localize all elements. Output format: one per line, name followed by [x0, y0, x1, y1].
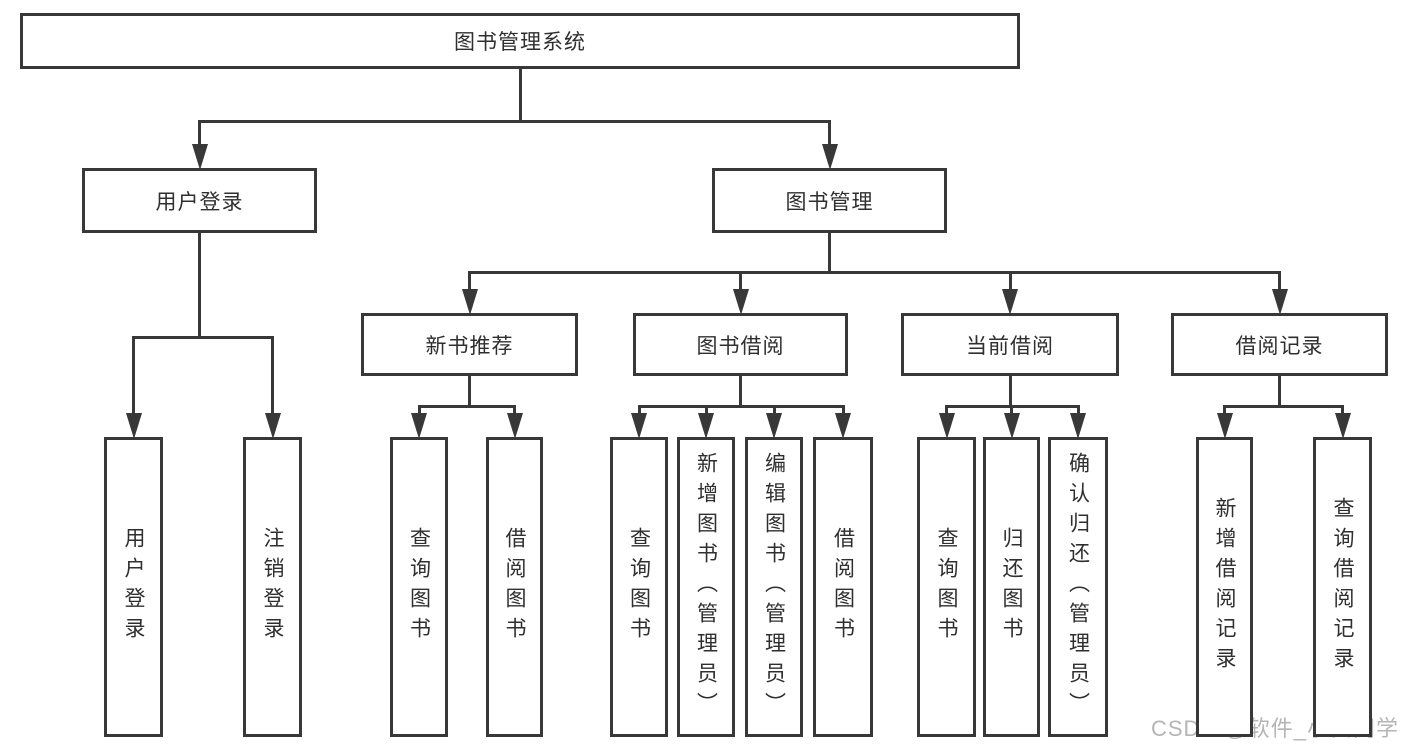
- node-label: 查询图书: [627, 527, 651, 647]
- node-leaf-br-query: 查询借阅记录: [1313, 437, 1372, 737]
- connector-line: [1076, 405, 1080, 417]
- node-leaf-cb-return: 归还图书: [983, 437, 1040, 737]
- node-leaf-nbr-borrow: 借阅图书: [486, 437, 543, 737]
- node-label: 图书管理系统: [454, 31, 586, 54]
- connector-line: [1223, 405, 1344, 408]
- connector-line: [739, 271, 742, 293]
- node-label: 用户登录: [122, 527, 145, 647]
- node-borrow-records: 借阅记录: [1171, 313, 1388, 376]
- arrow-down-icon: [835, 413, 851, 439]
- connector-line: [1278, 271, 1281, 293]
- node-user-login: 用户登录: [82, 168, 317, 233]
- connector-line: [1008, 271, 1012, 293]
- node-leaf-logout: 注销登录: [243, 437, 302, 737]
- node-label: 用户登录: [155, 190, 244, 214]
- arrow-down-icon: [766, 413, 782, 439]
- connector-line: [132, 336, 135, 417]
- connector-line: [772, 405, 776, 417]
- arrow-down-icon: [461, 289, 478, 315]
- connector-line: [1341, 405, 1344, 417]
- arrow-down-icon: [1070, 413, 1086, 439]
- connector-line: [1008, 376, 1012, 408]
- node-label: 确认归还（管理员）: [1066, 452, 1090, 722]
- arrow-down-icon: [698, 413, 714, 439]
- connector-line: [468, 376, 471, 408]
- node-book-mgmt: 图书管理: [712, 168, 947, 233]
- connector-line: [828, 120, 831, 148]
- connector-line: [417, 405, 421, 417]
- arrow-down-icon: [732, 289, 749, 315]
- connector-line: [513, 405, 516, 417]
- connector-line: [468, 271, 1281, 274]
- node-label: 借阅图书: [503, 527, 526, 647]
- node-label: 查询图书: [935, 527, 958, 647]
- node-leaf-nbr-query: 查询图书: [390, 437, 448, 737]
- connector-line: [1223, 405, 1226, 417]
- connector-line: [417, 405, 516, 408]
- arrow-down-icon: [938, 413, 955, 439]
- node-label: 归还图书: [1000, 527, 1023, 647]
- node-label: 编辑图书（管理员）: [762, 452, 786, 722]
- connector-line: [198, 120, 831, 123]
- node-root: 图书管理系统: [20, 13, 1020, 69]
- node-leaf-bb-edit: 编辑图书（管理员）: [745, 437, 803, 737]
- arrow-down-icon: [821, 144, 838, 170]
- node-book-borrow: 图书借阅: [633, 313, 848, 376]
- arrow-down-icon: [1334, 413, 1351, 439]
- connector-line: [637, 405, 845, 408]
- node-label: 查询借阅记录: [1331, 497, 1354, 677]
- connector-line: [468, 271, 471, 293]
- arrow-down-icon: [631, 413, 647, 439]
- node-leaf-user-login: 用户登录: [104, 437, 163, 737]
- connector-line: [841, 405, 845, 417]
- connector-line: [1010, 405, 1013, 417]
- arrow-down-icon: [1271, 289, 1288, 315]
- connector-line: [704, 405, 708, 417]
- node-label: 注销登录: [261, 527, 284, 647]
- arrow-down-icon: [264, 413, 281, 439]
- connector-line: [132, 336, 274, 339]
- node-label: 当前借阅: [966, 334, 1054, 358]
- connector-line: [1278, 376, 1281, 408]
- arrow-down-icon: [411, 413, 427, 439]
- node-current-borrow: 当前借阅: [901, 313, 1119, 376]
- node-leaf-cb-confirm: 确认归还（管理员）: [1048, 437, 1108, 737]
- node-leaf-bb-add: 新增图书（管理员）: [677, 437, 735, 737]
- node-label: 图书借阅: [696, 334, 785, 358]
- node-leaf-bb-query: 查询图书: [610, 437, 668, 737]
- connector-line: [518, 69, 522, 123]
- node-leaf-bb-borrow: 借阅图书: [813, 437, 873, 737]
- node-label: 新书推荐: [425, 334, 514, 358]
- node-label: 图书管理: [785, 190, 874, 214]
- node-label: 查询图书: [407, 527, 431, 647]
- node-new-book-rec: 新书推荐: [361, 313, 578, 376]
- connector-line: [945, 405, 948, 417]
- arrow-down-icon: [1002, 289, 1018, 315]
- connector-line: [828, 233, 831, 274]
- arrow-down-icon: [191, 144, 208, 170]
- connector-line: [198, 120, 201, 148]
- connector-line: [271, 336, 274, 417]
- node-label: 借阅图书: [831, 527, 855, 647]
- node-label: 新增图书（管理员）: [694, 452, 718, 722]
- node-leaf-br-add: 新增借阅记录: [1196, 437, 1253, 737]
- connector-line: [637, 405, 641, 417]
- arrow-down-icon: [1003, 413, 1020, 439]
- arrow-down-icon: [125, 413, 142, 439]
- node-label: 借阅记录: [1235, 334, 1324, 358]
- connector-line: [198, 233, 201, 339]
- node-label: 新增借阅记录: [1213, 497, 1236, 677]
- connector-line: [739, 376, 742, 408]
- arrow-down-icon: [506, 413, 523, 439]
- arrow-down-icon: [1216, 413, 1233, 439]
- node-leaf-cb-query: 查询图书: [917, 437, 976, 737]
